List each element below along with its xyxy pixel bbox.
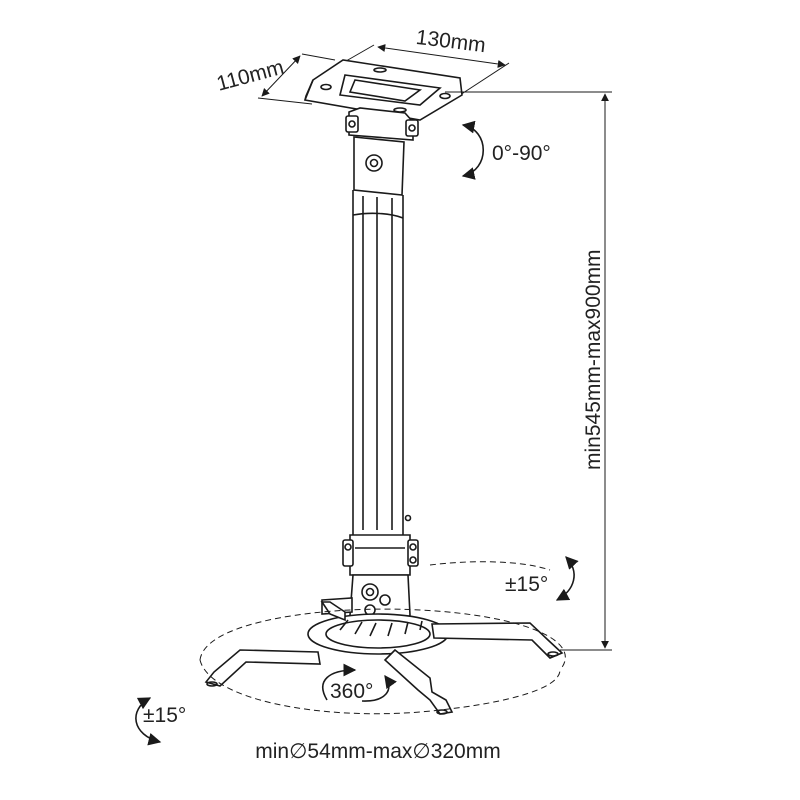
lower-clamp: [342, 534, 419, 576]
plate-width-label: 130mm: [415, 26, 487, 57]
plate-depth-label: 110mm: [214, 56, 286, 96]
rotate-arrow-icon: [555, 556, 579, 601]
height-range-label: min545mm-max900mm: [582, 249, 605, 470]
tilt-bottom-label: ±15°: [143, 704, 186, 727]
diameter-range-label: min∅54mm-max∅320mm: [255, 740, 500, 763]
rotate-arrow-icon: [322, 663, 397, 702]
mounting-plate: [307, 613, 449, 655]
telescopic-pole: [352, 190, 412, 535]
tilt-joint-label: ±15°: [505, 573, 548, 596]
rotation-label: 360°: [330, 680, 373, 703]
spider-arms: [204, 601, 564, 715]
rotate-arrow-icon: [461, 120, 485, 180]
top-bracket: [345, 107, 419, 196]
ceiling-plate: [303, 59, 463, 121]
tilt-top-label: 0°-90°: [492, 142, 551, 165]
reach-ellipse: [199, 561, 566, 715]
rotate-arrow-icon: [135, 697, 162, 746]
plate-dimension-110: [257, 53, 336, 105]
height-dimension: [445, 91, 612, 651]
